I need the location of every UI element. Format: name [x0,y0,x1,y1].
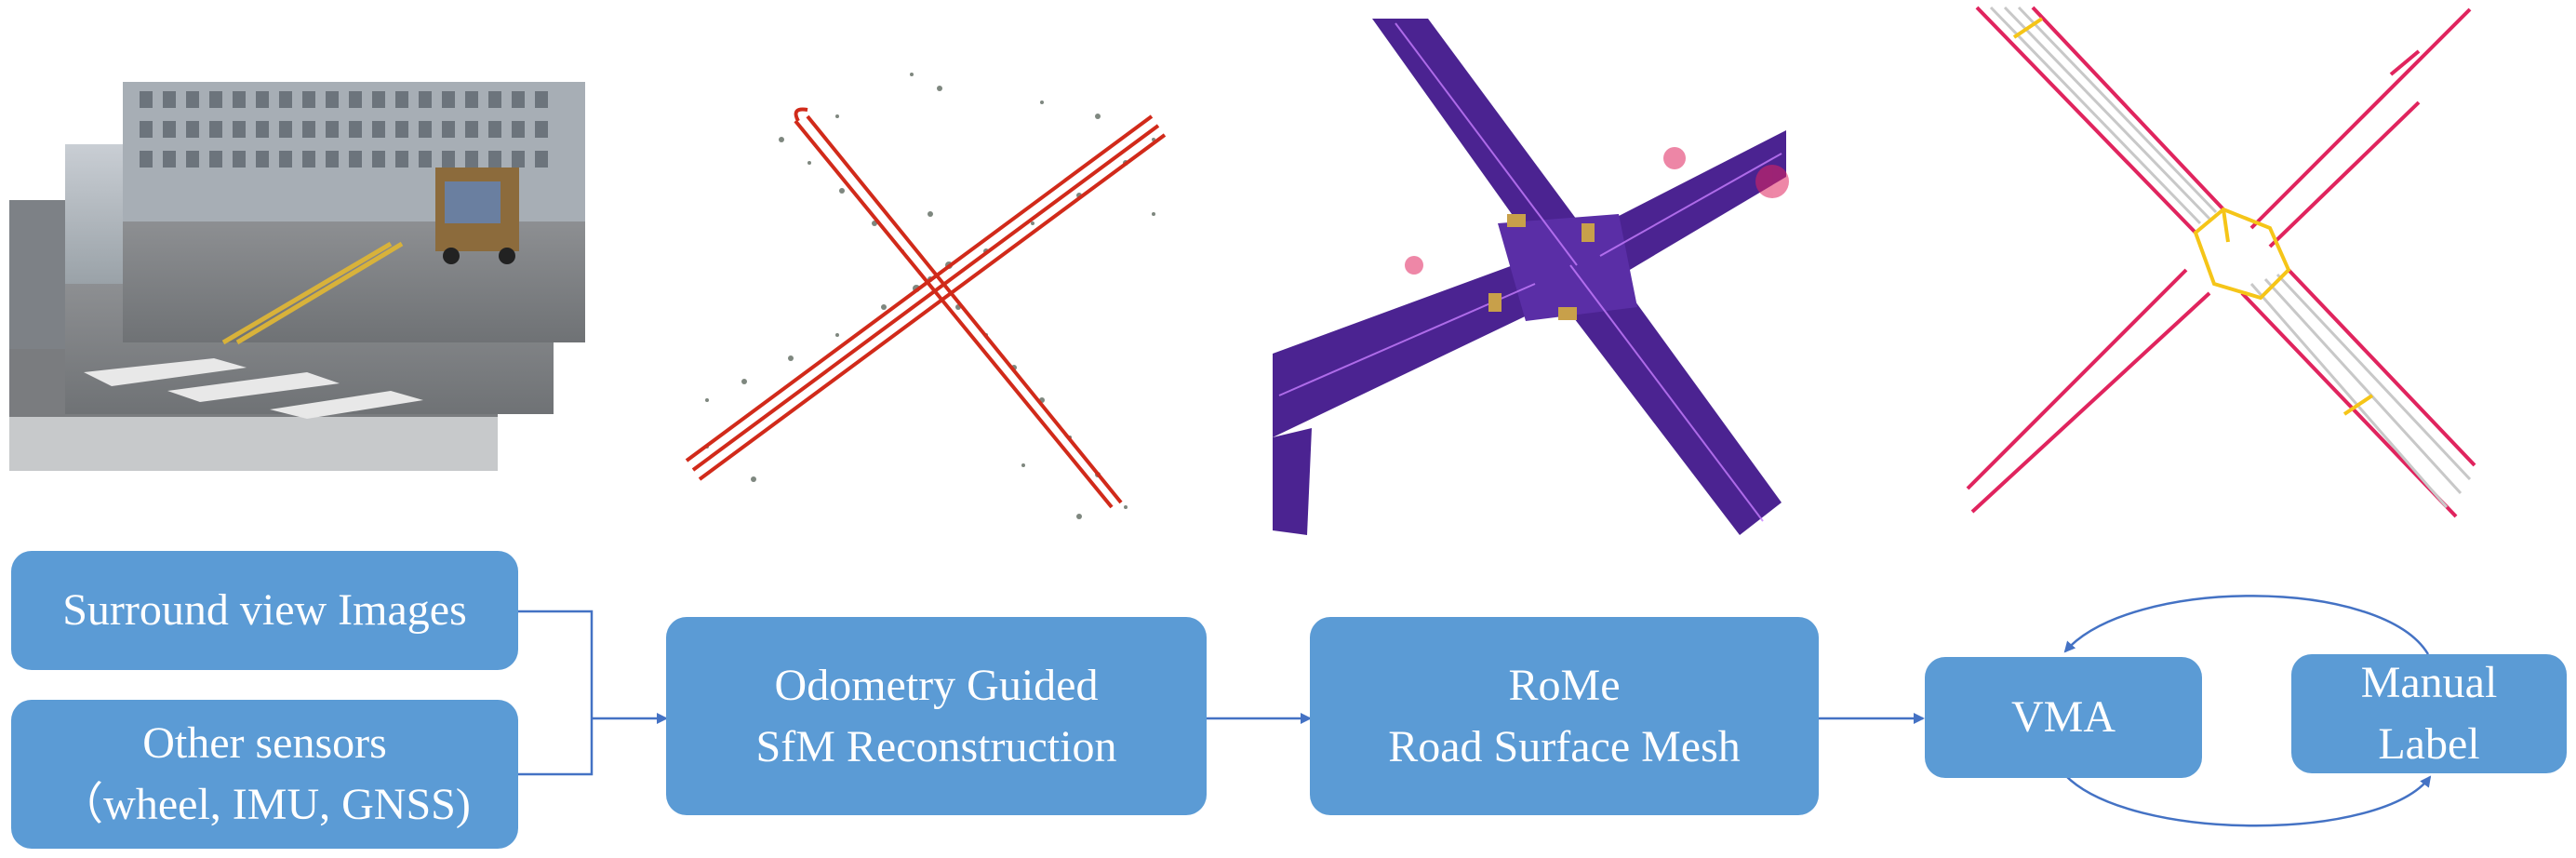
connector-sensors [518,718,594,776]
manual-label-box: Manual Label [2291,654,2567,773]
other-sensors-sublabel: （wheel, IMU, GNSS) [59,780,471,829]
connector-surround [518,610,594,718]
camera-frame-front [123,82,585,345]
other-sensors-box: Other sensors （wheel, IMU, GNSS) [11,700,518,849]
vma-box: VMA [1925,657,2202,778]
rome-mesh-box: RoMe Road Surface Mesh [1310,617,1819,815]
road-mesh-image [1273,19,1789,535]
arrow-label-to-vma [2063,595,2430,655]
camera-frames-image [9,82,585,471]
surround-images-label: Surround view Images [62,585,467,635]
surround-images-box: Surround view Images [11,551,518,670]
manual-label-line2: Label [2378,719,2480,769]
vector-map-image [1966,6,2476,518]
sfm-pointcloud-image [685,73,1167,519]
other-sensors-label: Other sensors [142,718,387,768]
sfm-label-line1: Odometry Guided [774,660,1099,710]
vma-label: VMA [2010,692,2116,742]
rome-label-line2: Road Surface Mesh [1388,721,1741,771]
sfm-reconstruction-box: Odometry Guided SfM Reconstruction [666,617,1207,815]
arrow-vma-to-label [2064,774,2432,827]
manual-label-line1: Manual [2360,658,2498,707]
rome-label-line1: RoMe [1508,660,1621,710]
sfm-label-line2: SfM Reconstruction [755,721,1117,771]
